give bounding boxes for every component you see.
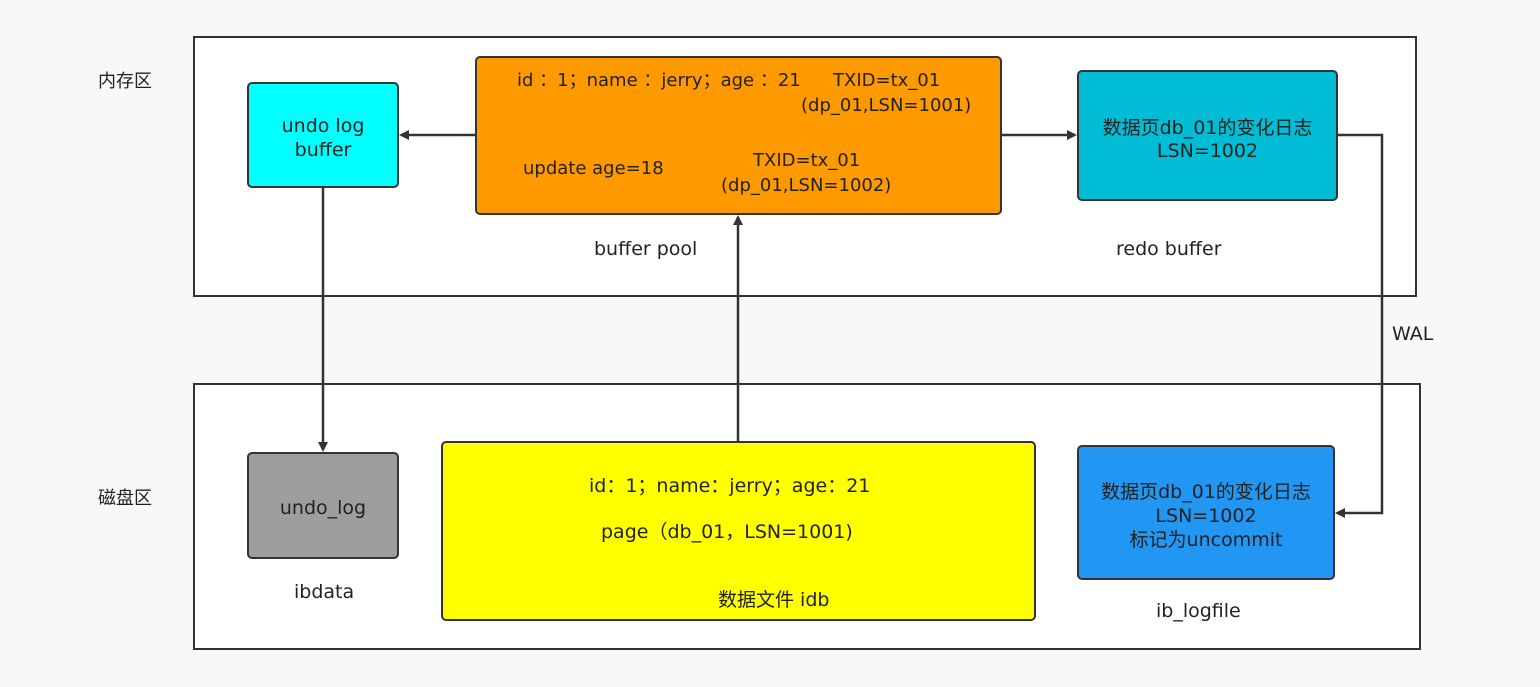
buffer-pool-txid2: TXID=tx_01 xyxy=(753,150,861,171)
buffer-pool-txid1: TXID=tx_01 xyxy=(833,70,941,91)
data-file-row2: page（db_01，LSN=1001) xyxy=(601,521,853,543)
data-file-row1: id：1；name：jerry；age：21 xyxy=(589,475,871,497)
redo-buffer-line1: 数据页db_01的变化日志 xyxy=(1102,117,1313,139)
ib-logfile-line3: 标记为uncommit xyxy=(1129,529,1283,551)
disk-zone-label: 磁盘区 xyxy=(98,488,152,509)
arrow-wal xyxy=(1335,133,1384,518)
wal-label: WAL xyxy=(1392,323,1434,345)
buffer-pool-box: id ：1；name ：jerry；age ：21 TXID=tx_01 (dp… xyxy=(475,56,1002,215)
buffer-pool-caption: buffer pool xyxy=(594,238,698,260)
ib-logfile-line1: 数据页db_01的变化日志 xyxy=(1101,481,1311,503)
buffer-pool-lsn2: (dp_01,LSN=1002) xyxy=(721,175,892,196)
ibdata-caption: ibdata xyxy=(294,581,355,603)
undo-log-disk-box: undo_log xyxy=(247,452,399,559)
undo-buffer-line1: undo log xyxy=(281,115,365,137)
data-file-box: id：1；name：jerry；age：21 page（db_01，LSN=10… xyxy=(441,441,1036,621)
undo-log-disk-label: undo_log xyxy=(279,497,367,519)
buffer-pool-row1: id ：1；name ：jerry；age ：21 xyxy=(517,70,801,91)
redo-buffer-caption: redo buffer xyxy=(1116,238,1222,260)
buffer-pool-lsn1: (dp_01,LSN=1001) xyxy=(801,95,972,116)
memory-zone-label: 内存区 xyxy=(98,71,152,92)
ib-logfile-caption: ib_logfile xyxy=(1156,600,1241,622)
ib-logfile-box: 数据页db_01的变化日志 LSN=1002 标记为uncommit xyxy=(1077,445,1335,580)
buffer-pool-update: update age=18 xyxy=(523,158,664,179)
undo-log-buffer-box: undo log buffer xyxy=(247,82,399,188)
data-file-caption: 数据文件 idb xyxy=(718,589,830,611)
redo-buffer-box: 数据页db_01的变化日志 LSN=1002 xyxy=(1077,70,1338,201)
redo-buffer-line2: LSN=1002 xyxy=(1156,140,1259,162)
undo-buffer-line2: buffer xyxy=(294,139,352,161)
ib-logfile-line2: LSN=1002 xyxy=(1155,505,1257,527)
